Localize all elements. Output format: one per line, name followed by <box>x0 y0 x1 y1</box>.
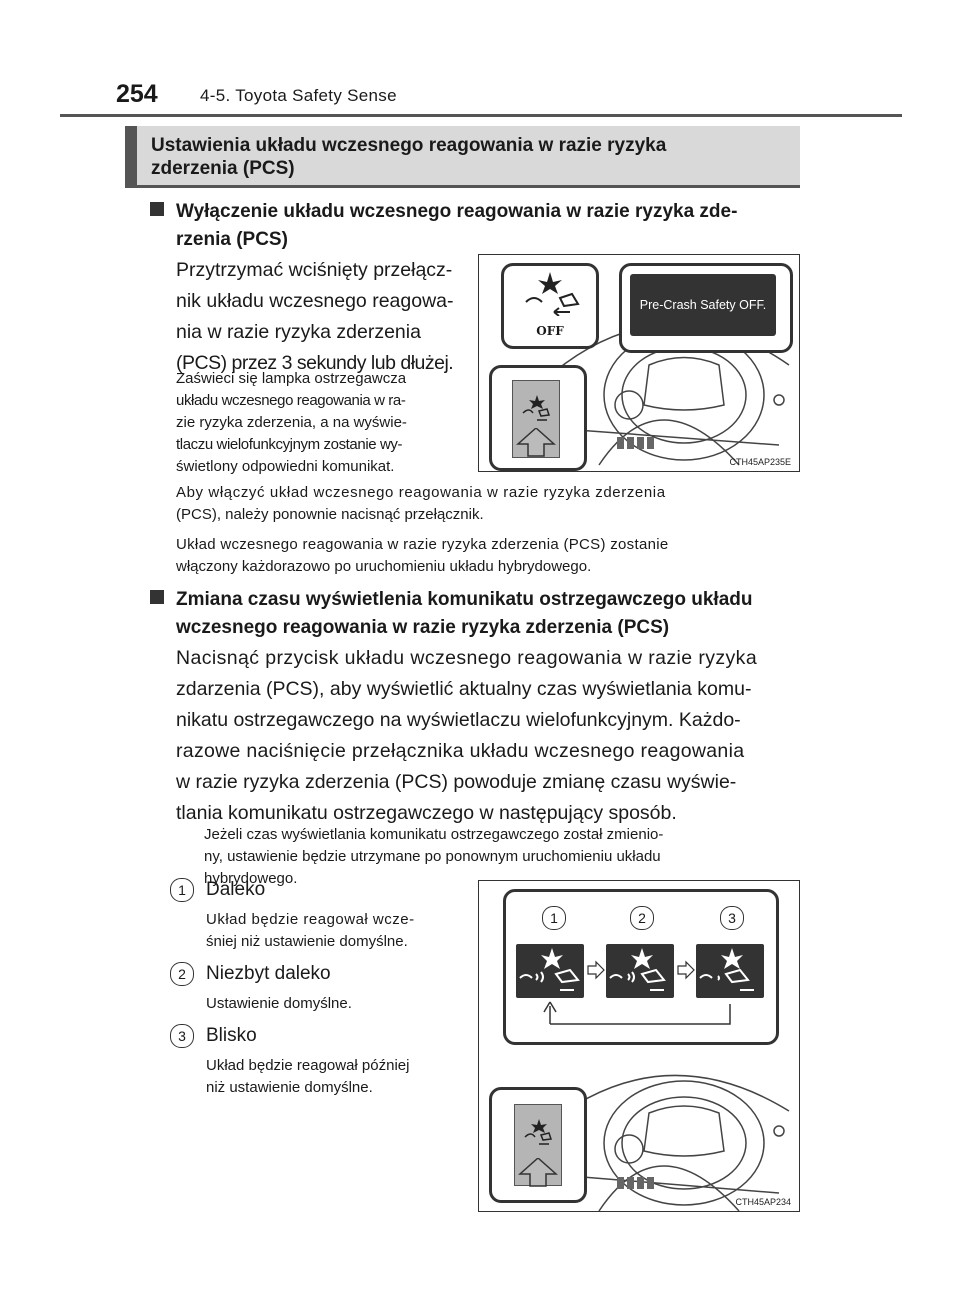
timing-icon-middle <box>606 944 674 998</box>
multi-info-display: Pre-Crash Safety OFF. <box>630 274 776 336</box>
off-label: OFF <box>536 324 564 338</box>
display-callout: Pre-Crash Safety OFF. <box>619 263 793 353</box>
section-title-line2: zderzenia (PCS) <box>151 158 295 179</box>
option-label-1: 1 <box>542 906 566 930</box>
section-banner: Ustawienia układu wczesnego reagowania w… <box>125 126 800 188</box>
figure-code: CTH45AP235E <box>729 457 791 467</box>
timing-icon-far <box>516 944 584 998</box>
pcs-timing-figure: 1 2 3 <box>478 880 800 1212</box>
warning-light-callout: OFF <box>501 263 599 349</box>
figure-code: CTH45AP234 <box>735 1197 791 1207</box>
option-label-3: 3 <box>720 906 744 930</box>
square-bullet-icon <box>150 590 164 604</box>
display-message: Pre-Crash Safety OFF. <box>639 298 767 312</box>
option-number: 1 <box>170 877 194 902</box>
chapter-title: 4-5. Toyota Safety Sense <box>200 86 397 105</box>
restart-note: Układ wczesnego reagowania w razie ryzyk… <box>176 536 669 575</box>
timing-display-callout: 1 2 3 <box>503 889 779 1045</box>
off-note: Zaświeci się lampka ostrzegawcza układu … <box>176 370 407 475</box>
timing-instruction: Nacisnąć przycisk układu wczesnego reago… <box>176 647 758 824</box>
timing-icon-near <box>696 944 764 998</box>
timing-setting-heading: Zmiana czasu wyświetlenia komunikatu ost… <box>150 586 810 642</box>
option-title: Niezbyt daleko <box>206 963 331 984</box>
square-bullet-icon <box>150 202 164 216</box>
off-instruction: Przytrzymać wciśnięty przełącz- nik ukła… <box>176 259 454 374</box>
switch-callout <box>489 1087 587 1203</box>
cycle-arrows-icon <box>543 960 731 1025</box>
pcs-switch-icon <box>524 1119 553 1145</box>
pcs-switch-icon <box>522 395 551 421</box>
pcs-near-icon <box>699 948 754 991</box>
option-title: Daleko <box>206 879 266 900</box>
pcs-warning-icon <box>525 272 580 316</box>
option-label-2: 2 <box>630 906 654 930</box>
option-number: 3 <box>170 1023 194 1048</box>
switch-callout <box>489 365 587 471</box>
on-note: Aby włączyć układ wczesnego reagowania w… <box>176 484 666 523</box>
pcs-far-icon <box>519 948 580 991</box>
section-title-line1: Ustawienia układu wczesnego reagowania w… <box>151 135 667 156</box>
off-setting-heading: Wyłączenie układu wczesnego reagowania w… <box>150 198 810 254</box>
timing-note: Jeżeli czas wyświetlania komunikatu ostr… <box>204 826 664 887</box>
page-number: 254 <box>116 80 158 108</box>
pcs-off-figure: OFF Pre-Crash Safety OFF. CTH45AP235E <box>478 254 800 472</box>
press-arrow-icon <box>518 1158 558 1187</box>
press-arrow-icon <box>516 428 556 457</box>
pcs-middle-icon <box>609 948 666 991</box>
option-title: Blisko <box>206 1025 257 1046</box>
header-divider <box>60 114 902 117</box>
option-number: 2 <box>170 961 194 986</box>
